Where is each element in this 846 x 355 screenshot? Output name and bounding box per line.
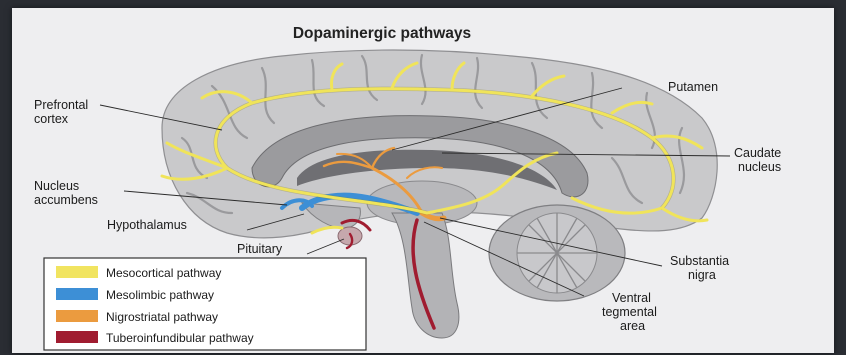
legend: Mesocortical pathway Mesolimbic pathway … <box>44 258 366 350</box>
label-nucleus-accumbens: Nucleus accumbens <box>34 179 98 207</box>
legend-swatch-nigrostriatal <box>56 310 98 322</box>
label-putamen: Putamen <box>668 80 718 94</box>
legend-swatch-tuberoinfundibular <box>56 331 98 343</box>
diagram-title: Dopaminergic pathways <box>293 25 471 42</box>
legend-label-mesocortical: Mesocortical pathway <box>106 266 221 280</box>
diagram-sheet: Dopaminergic pathways <box>12 8 834 353</box>
legend-item-mesocortical: Mesocortical pathway <box>56 266 221 280</box>
label-pituitary: Pituitary <box>237 242 283 256</box>
brain-diagram: Dopaminergic pathways <box>12 8 834 353</box>
label-vta-line2: tegmental <box>602 305 657 319</box>
label-nucleus-accumbens-line2: accumbens <box>34 193 98 207</box>
label-vta-line1: Ventral <box>612 291 651 305</box>
legend-item-nigrostriatal: Nigrostriatal pathway <box>56 310 218 324</box>
label-prefrontal-cortex: Prefrontal cortex <box>34 98 92 126</box>
label-caudate-nucleus-line2: nucleus <box>738 160 781 174</box>
legend-item-mesolimbic: Mesolimbic pathway <box>56 288 214 302</box>
legend-swatch-mesolimbic <box>56 288 98 300</box>
legend-label-nigrostriatal: Nigrostriatal pathway <box>106 310 218 324</box>
legend-item-tuberoinfundibular: Tuberoinfundibular pathway <box>56 331 254 345</box>
label-nucleus-accumbens-line1: Nucleus <box>34 179 79 193</box>
label-hypothalamus: Hypothalamus <box>107 218 187 232</box>
label-substantia-nigra-line2: nigra <box>688 268 716 282</box>
legend-label-mesolimbic: Mesolimbic pathway <box>106 288 214 302</box>
legend-label-tuberoinfundibular: Tuberoinfundibular pathway <box>106 331 254 345</box>
label-substantia-nigra-line1: Substantia <box>670 254 729 268</box>
label-caudate-nucleus: Caudate nucleus <box>734 146 785 174</box>
label-ventral-tegmental-area: Ventral tegmental area <box>602 291 660 333</box>
label-substantia-nigra: Substantia nigra <box>670 254 733 282</box>
legend-swatch-mesocortical <box>56 266 98 278</box>
label-vta-line3: area <box>620 319 645 333</box>
label-prefrontal-cortex-line1: Prefrontal <box>34 98 88 112</box>
label-caudate-nucleus-line1: Caudate <box>734 146 781 160</box>
label-prefrontal-cortex-line2: cortex <box>34 112 69 126</box>
